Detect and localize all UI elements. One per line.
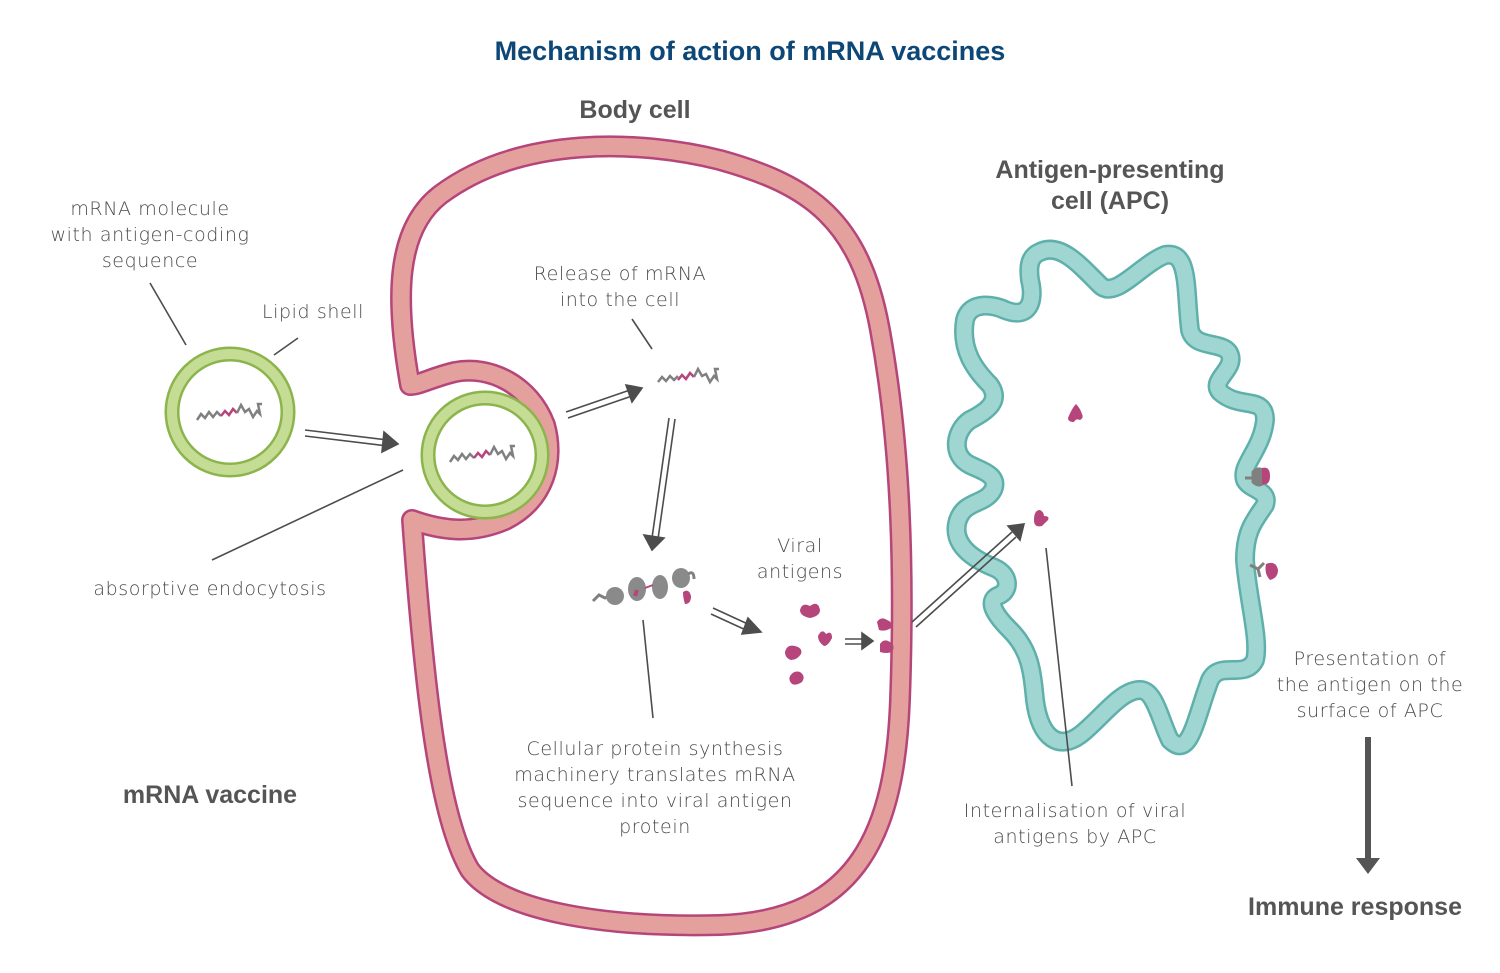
heading-mrna-vaccine: mRNA vaccine — [122, 781, 298, 809]
leader-lines — [149, 282, 1073, 787]
label-line: Internalisation of viral — [963, 800, 1187, 822]
viral-antigens-cluster — [785, 603, 894, 685]
process-arrows — [304, 383, 1026, 651]
apc-membrane — [946, 239, 1276, 755]
heading-apc: Antigen-presenting cell (APC) — [960, 155, 1260, 217]
heading-body-cell: Body cell — [579, 96, 691, 124]
label-mrna-molecule: mRNA molecule with antigen-coding sequen… — [30, 196, 270, 274]
label-line: sequence — [101, 250, 199, 272]
label-line: sequence into viral antigen — [517, 790, 793, 812]
label-line: with antigen-coding — [50, 224, 250, 246]
arrow-to-endocytosis — [304, 429, 400, 454]
arrow-to-apc — [911, 523, 1026, 628]
label-line: machinery translates mRNA — [514, 764, 796, 786]
arrow-to-membrane — [845, 631, 875, 651]
released-mrna-icon — [657, 366, 720, 385]
lipid-vesicle-endocytosis — [420, 390, 550, 520]
ribosome-translation-icon — [591, 568, 696, 605]
label-line: Viral — [777, 535, 823, 557]
label-presentation: Presentation of the antigen on the surfa… — [1265, 646, 1475, 724]
heading-apc-line1: Antigen-presenting — [995, 156, 1225, 184]
label-synthesis: Cellular protein synthesis machinery tra… — [495, 736, 815, 840]
label-line: Release of mRNA — [533, 263, 707, 285]
label-endocytosis: absorptive endocytosis — [93, 578, 327, 600]
label-line: antigens by APC — [993, 826, 1157, 848]
label-line: antigens — [756, 561, 844, 583]
label-line: mRNA molecule — [70, 198, 230, 220]
internalised-antigens — [1034, 404, 1083, 527]
label-line: Cellular protein synthesis — [526, 738, 784, 760]
heading-immune-response: Immune response — [1248, 893, 1462, 921]
mhc-receptor-1 — [1245, 467, 1270, 487]
mhc-receptor-2 — [1249, 561, 1278, 580]
mrna-strand-icon — [195, 409, 222, 421]
label-line: surface of APC — [1296, 700, 1444, 722]
label-line: the antigen on the — [1276, 674, 1464, 696]
diagram-title: Mechanism of action of mRNA vaccines — [494, 36, 1006, 66]
arrow-to-release — [565, 383, 644, 419]
label-release: Release of mRNA into the cell — [520, 261, 720, 313]
arrow-to-antigens — [710, 607, 763, 635]
label-viral-antigens: Viral antigens — [755, 533, 845, 585]
label-line: protein — [619, 816, 691, 838]
label-internalisation: Internalisation of viral antigens by APC — [935, 798, 1215, 850]
label-line: Presentation of — [1293, 648, 1447, 670]
label-line: into the cell — [559, 289, 681, 311]
lipid-vesicle-free — [164, 346, 296, 478]
label-lipid-shell: Lipid shell — [261, 301, 365, 323]
heading-apc-line2: cell (APC) — [1050, 187, 1170, 215]
immune-response-arrow — [1356, 737, 1380, 874]
arrow-to-translation — [642, 417, 676, 552]
